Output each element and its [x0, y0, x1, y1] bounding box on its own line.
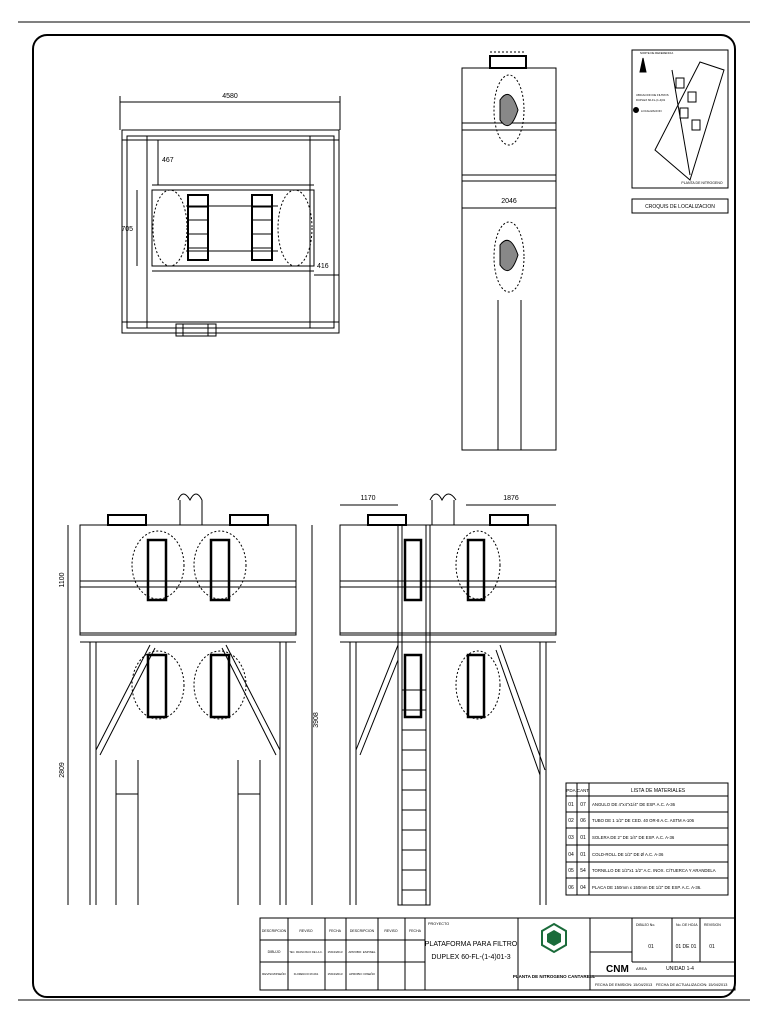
company-name: PLANTA DE NITROGENO CANTARELL	[513, 974, 595, 979]
dim-front-top: 1100	[59, 572, 66, 587]
rev-cell: 15/04/2013	[327, 950, 342, 954]
material-pda: 01	[568, 802, 574, 808]
material-pda: 04	[568, 852, 574, 858]
rev-cell: DIBUJO	[268, 950, 281, 954]
material-desc: PLACA DE 150mm x 150mm DE 1/2" DE ESP. A…	[592, 885, 701, 890]
materials-rows: 01 07 ANGULO DE 4"x4"x1/4" DE ESP. A.C. …	[568, 802, 716, 891]
location-marker: LOCALIZACION	[641, 109, 662, 113]
fecha-actualizacion: FECHA DE ACTUALIZACION: 15/04/2013	[656, 983, 727, 987]
revision-table: DESCRIPCION REVISO FECHA DESCRIPCION REV…	[262, 929, 422, 976]
rev-cell: FLORENCIO ROJAS	[294, 972, 319, 976]
dibujo-label: DIBUJO No.	[636, 923, 655, 927]
hoja-label: No. DE HOJA	[676, 923, 698, 927]
material-cant: 06	[580, 818, 586, 824]
material-cant: 01	[580, 852, 586, 858]
location-legend-1: UBICACION DE FILTROS	[636, 93, 669, 97]
material-cant: 04	[580, 885, 586, 891]
rev-header: DESCRIPCION	[262, 929, 287, 933]
materials-header-pda: PDA	[566, 788, 575, 793]
location-legend-2: DUPLEX 60-FL-(1-4)01	[636, 98, 666, 102]
rev-cell: REVISO/DISEÑO	[262, 971, 286, 976]
location-plant-label: PLANTA DE NITROGENO	[681, 181, 722, 185]
location-sketch	[631, 49, 729, 214]
rev-label: REVISION	[704, 923, 721, 927]
rev-header: REVISO	[384, 929, 398, 933]
rev-header: REVISO	[299, 929, 313, 933]
material-pda: 06	[568, 885, 574, 891]
location-caption: CROQUIS DE LOCALIZACION	[645, 204, 715, 210]
title-block	[259, 917, 736, 991]
proyecto-label: PROYECTO	[428, 922, 449, 926]
rev-header: FECHA	[409, 929, 422, 933]
material-cant: 54	[580, 868, 586, 874]
area-value: UNIDAD 1-4	[666, 966, 694, 972]
dim-front-total: 3908	[313, 712, 320, 728]
rev-cell: APROBO: DISEÑO	[349, 971, 376, 976]
material-desc: ANGULO DE 4"x4"x1/4" DE ESP. A.C. A-36	[592, 802, 676, 807]
hoja-value: 01 DE 01	[676, 944, 697, 950]
materials-header-desc: LISTA DE MATERIALES	[631, 788, 686, 794]
drawing-title-line1: PLATAFORMA PARA FILTRO	[425, 941, 518, 948]
dim-front-lower: 2809	[59, 762, 66, 778]
rev-header: FECHA	[329, 929, 342, 933]
material-pda: 05	[568, 868, 574, 874]
fecha-emision: FECHA DE EMISION: 15/04/2013	[595, 983, 652, 987]
material-desc: COLD-ROLL DE 1/2" DE Ø A.C. A-36	[592, 852, 664, 857]
sheet-border	[32, 34, 736, 998]
company-logo	[541, 922, 567, 954]
area-label: AREA	[636, 966, 647, 971]
dim-plan-offset-right: 416	[317, 263, 329, 270]
dim-ladder-offset: 1170	[360, 495, 375, 502]
side-elevation	[339, 493, 557, 906]
rev-cell: TEC. FRANCISCO DE LA C.	[289, 950, 323, 954]
materials-table	[565, 782, 729, 896]
dim-plan-height: 705	[121, 226, 133, 233]
material-cant: 07	[580, 802, 586, 808]
dim-plan-offset-top: 467	[162, 157, 174, 164]
material-pda: 03	[568, 835, 574, 841]
dim-side-width: 2046	[501, 198, 517, 205]
materials-header-cant: CANT	[577, 788, 590, 793]
rev-cell: APROBO: ESPINEL	[348, 950, 376, 954]
brand-logo-text: CNM	[606, 964, 629, 975]
side-view	[461, 51, 557, 451]
location-north: NORTE DE REFERENCIA	[640, 51, 673, 55]
dim-plan-width: 4580	[222, 93, 238, 100]
material-pda: 02	[568, 818, 574, 824]
material-desc: TUBO DE 1 1/2" DE CED. 40 OR-8 A.C. ASTM…	[592, 818, 695, 823]
rev-cell: 15/04/2013	[327, 972, 342, 976]
material-cant: 01	[580, 835, 586, 841]
drawing-title-line2: DUPLEX 60-FL-(1-4)01-3	[431, 954, 510, 961]
rev-value: 01	[709, 944, 715, 950]
plan-view	[119, 96, 341, 337]
material-desc: SOLERA DE 2" DE 1/4" DE ESP. A.C. A-36	[592, 835, 675, 840]
dibujo-number: 01	[648, 944, 654, 950]
material-desc: TORNILLO DE 1/2"x1 1/2" A.C. INOX. C/TUE…	[592, 868, 716, 873]
dim-right-offset: 1876	[503, 495, 519, 502]
rev-header: DESCRIPCION	[350, 929, 375, 933]
front-view	[67, 493, 313, 905]
